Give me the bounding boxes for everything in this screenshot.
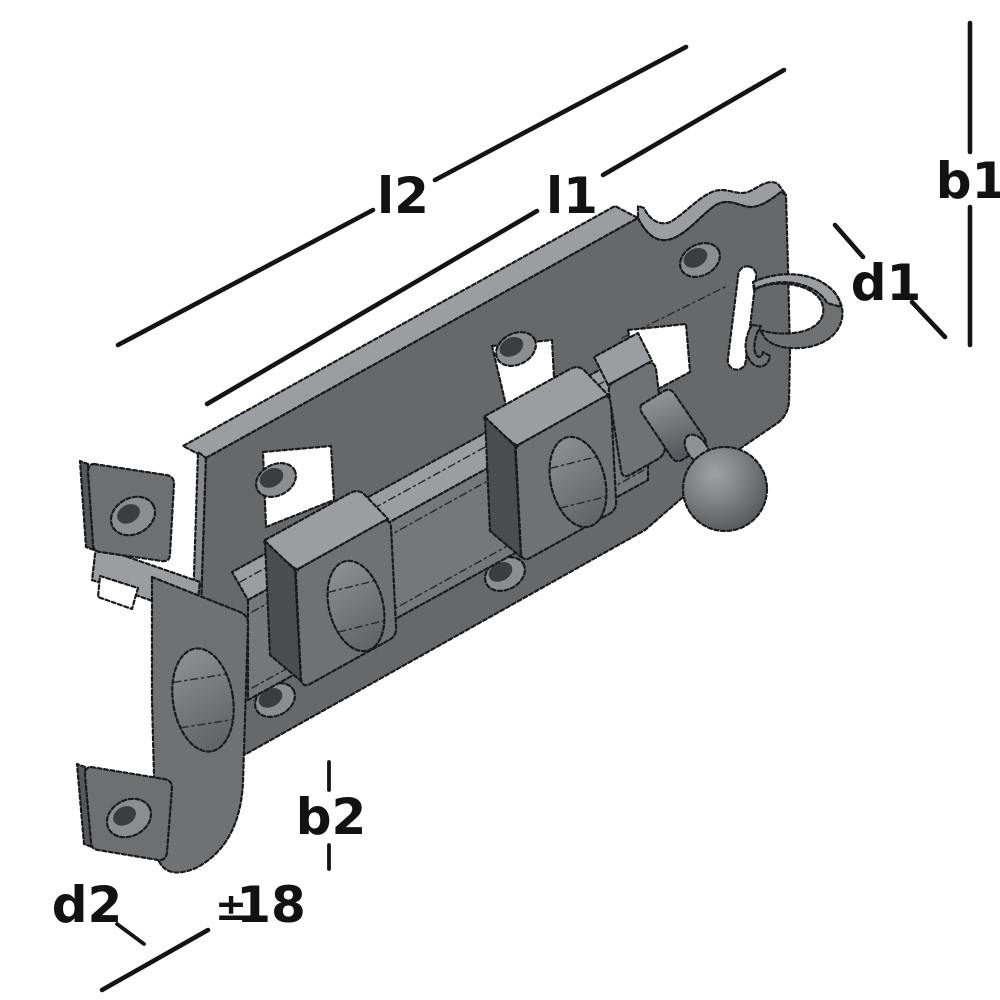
dim-label-d2: d2 (52, 876, 123, 934)
bracket-gap (96, 574, 140, 611)
bracket-emboss (171, 647, 235, 753)
knob-block-face (607, 361, 667, 478)
dim-line-l2-right (432, 44, 689, 183)
bracket-tab-edge (75, 762, 94, 849)
guide-emboss (548, 435, 608, 529)
guide-emboss (326, 559, 386, 653)
dim-line-l1-left (204, 208, 540, 407)
dim-label-tolerance-symbol: ± (215, 885, 247, 929)
keeper-hook (744, 273, 844, 368)
dim-label-tolerance-value: 18 (236, 876, 306, 934)
screw-hole (678, 242, 722, 278)
dim-label-d1: d1 (851, 254, 922, 312)
dim-label-b1: b1 (936, 152, 1000, 210)
hook-top-face (751, 273, 843, 309)
screw-hole (254, 462, 298, 498)
dim-line-l1-right (600, 67, 787, 178)
dimension-lines (99, 20, 973, 993)
dim-label-l2: l2 (377, 167, 429, 225)
bracket-screw-hole (105, 797, 153, 839)
staple-guide (483, 366, 618, 561)
dim-line-d2 (115, 922, 146, 946)
left-keeper-bracket (75, 459, 250, 874)
screw-hole (483, 556, 527, 592)
staple-guide (263, 490, 398, 687)
knob-assembly (592, 331, 769, 533)
dim-label-l1: l1 (546, 167, 598, 225)
keeper-slot (726, 265, 758, 371)
dim-line-d1-lower (909, 299, 948, 340)
dim-line-d1-upper (832, 222, 866, 260)
dim-line-tolerance (99, 927, 211, 993)
dim-line-l2-left (115, 207, 376, 348)
knob-ball (681, 445, 769, 533)
dimension-labels: l2 l1 b1 d1 b2 d2 ± 18 (52, 152, 1000, 934)
screw-hole (494, 331, 538, 367)
dim-label-b2: b2 (296, 788, 367, 846)
hook-tail (744, 323, 772, 368)
bracket-screw-hole (109, 495, 157, 537)
